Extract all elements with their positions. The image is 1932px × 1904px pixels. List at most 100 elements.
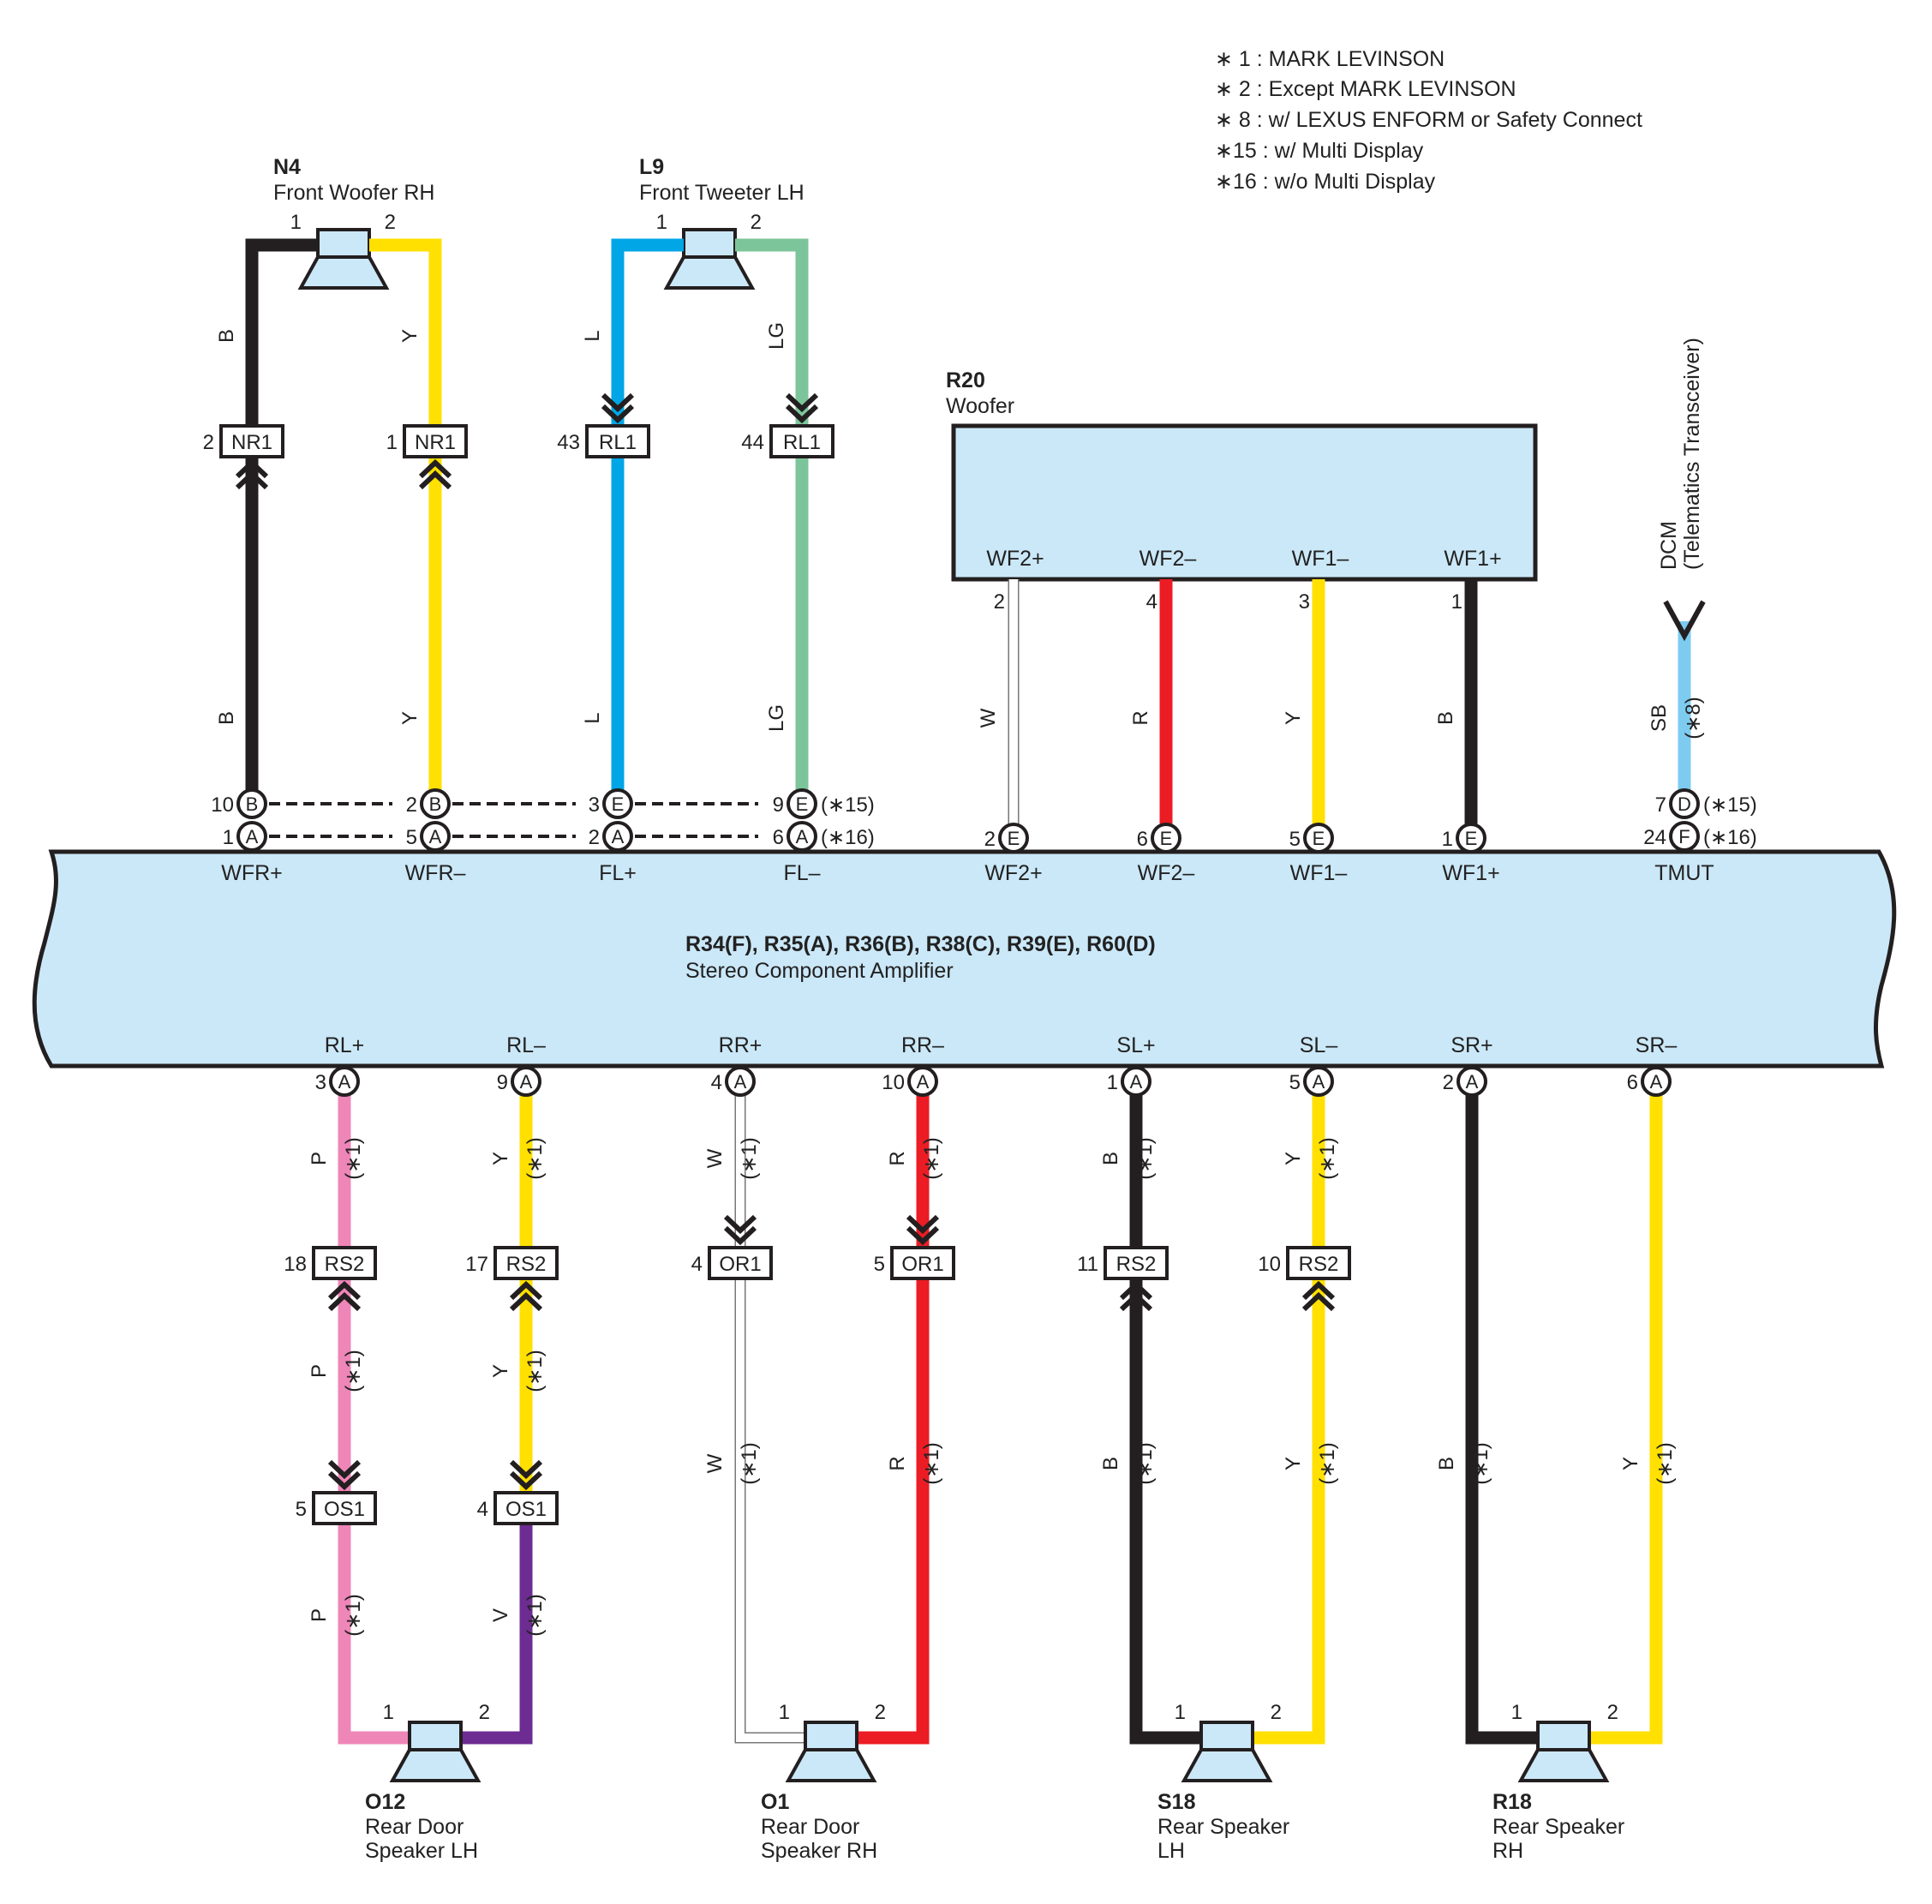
note-1: ∗ 1 : MARK LEVINSON xyxy=(1215,47,1445,71)
amp-bottom-term-1-letter: A xyxy=(520,1071,533,1093)
bottom-wire-note-b-6: (∗1) xyxy=(1469,1442,1492,1484)
amp-woofer-pin-2: 5 xyxy=(1289,828,1301,851)
top-conn-0 xyxy=(219,424,284,458)
speaker-o12-pin-1: 1 xyxy=(383,1701,394,1724)
amp-top-terminal-labels: WFR+ WFR– FL+ FL– WF2+ WF2– WF1– WF1+ TM… xyxy=(221,861,1714,885)
bottom-conn1-5-chevron-1 xyxy=(1301,1291,1336,1312)
amp-bottom-term-6 xyxy=(1456,1066,1487,1097)
bottom-conn2-pin-0: 5 xyxy=(296,1498,307,1521)
speaker-l9-pin-2: 2 xyxy=(751,211,762,234)
speaker-n4-pin-2: 2 xyxy=(385,211,396,234)
amp-bottom-term-5 xyxy=(1303,1066,1334,1097)
woofer-wire-label-3: B xyxy=(1434,711,1457,725)
bottom-conn1-1-chevron-1 xyxy=(509,1291,543,1312)
amp-bottom-term-4-letter: A xyxy=(1130,1071,1143,1093)
bottom-wire-note-b-1: (∗1) xyxy=(523,1350,547,1392)
amp-tmut-term-lower xyxy=(1669,821,1700,852)
woofer-terminal-wf2-minus: WF2– xyxy=(1139,547,1197,571)
dcm-label: DCM (Telematics Transceiver) xyxy=(1657,338,1704,570)
top-conn-pin-3: 44 xyxy=(741,431,764,454)
woofer-pin-labels: 2 4 3 1 xyxy=(994,590,1462,614)
speaker-n4-icon-magnet xyxy=(316,228,371,259)
bottom-conn1-pin-2: 4 xyxy=(691,1253,703,1276)
bottom-conn1-1-label: RS2 xyxy=(506,1253,547,1276)
amp-bottom-term-6-letter: A xyxy=(1466,1071,1479,1093)
speaker-o1-pin-1: 1 xyxy=(779,1701,790,1724)
woofer-pin-2: 2 xyxy=(994,590,1005,614)
amp-woofer-term-2 xyxy=(1303,823,1334,853)
speaker-s18-icon-cone xyxy=(1181,1748,1273,1782)
amp-top-term-lower-1-letter: A xyxy=(429,826,442,847)
bottom-wire-label-c-0: P xyxy=(308,1608,331,1622)
speaker-l9-name: Front Tweeter LH xyxy=(639,181,805,205)
amp-top-pin-lower-2: 2 xyxy=(589,826,600,849)
speaker-o1-name-2: Speaker RH xyxy=(761,1839,877,1863)
bottom-wire-note-a-2: (∗1) xyxy=(738,1137,761,1179)
bottom-wire-label-b-6: B xyxy=(1435,1457,1458,1470)
amplifier-panel xyxy=(32,849,1897,1069)
bottom-conn1-3-label: OR1 xyxy=(901,1253,943,1276)
speaker-r18-code: R18 xyxy=(1492,1790,1532,1814)
bottom-wire-note-b-4: (∗1) xyxy=(1133,1442,1157,1484)
bottom-wire-label-a-1: Y xyxy=(489,1152,512,1165)
wire-sr-plus xyxy=(1465,1093,1538,1745)
speaker-r18-pin-2: 2 xyxy=(1607,1701,1618,1724)
amp-bottom-pin-7: 6 xyxy=(1627,1071,1638,1094)
woofer-wire-label-0: W xyxy=(977,708,1000,727)
amp-bottom-term-7 xyxy=(1641,1066,1672,1097)
top-conn-3-chevron-0 xyxy=(785,404,819,424)
bottom-conn1-2-chevron-1 xyxy=(723,1214,757,1235)
amp-woofer-term-0 xyxy=(998,823,1029,853)
amp-tmut-term-lower-letter: F xyxy=(1678,826,1690,847)
bottom-conn1-3-chevron-1 xyxy=(906,1214,940,1235)
amp-woofer-pin-0: 2 xyxy=(984,828,996,851)
speaker-s18-pin-1: 1 xyxy=(1175,1701,1186,1724)
top-conn-3 xyxy=(769,424,834,458)
amp-top-term-upper-2-letter: E xyxy=(612,793,625,815)
bottom-conn1-2-chevron-0 xyxy=(723,1225,757,1246)
speaker-l9-icon-magnet xyxy=(682,228,737,259)
bottom-wire-label-c-1: V xyxy=(489,1608,512,1622)
speaker-o12-name-2: Speaker LH xyxy=(365,1839,478,1863)
speaker-r18-name-1: Rear Speaker xyxy=(1492,1815,1624,1839)
amp-terminal-wf2-minus: WF2– xyxy=(1138,861,1195,885)
speaker-o1-code: O1 xyxy=(761,1790,789,1814)
amp-woofer-term-3-letter: E xyxy=(1465,828,1478,849)
bottom-wire-note-a-0: (∗1) xyxy=(342,1137,365,1179)
amp-top-pin-upper-2: 3 xyxy=(589,793,600,817)
top-wire-label-upper-2: L xyxy=(581,330,604,341)
bottom-wire-label-b-0: P xyxy=(308,1364,331,1378)
fl-minus-note-lower: (∗16) xyxy=(821,826,875,849)
amp-bottom-pin-0: 3 xyxy=(315,1071,326,1094)
speaker-o12-code: O12 xyxy=(365,1790,405,1814)
speaker-o12-icon-magnet xyxy=(408,1721,463,1751)
wire-rr-minus xyxy=(857,1093,930,1745)
top-conn-1 xyxy=(403,424,468,458)
top-wire-label-lower-2: L xyxy=(581,712,604,723)
amp-top-pin-lower-1: 5 xyxy=(406,826,417,849)
top-wire-label-upper-3: LG xyxy=(765,322,788,350)
amp-terminal-rl-plus: RL+ xyxy=(325,1033,365,1057)
top-conn-1-chevron-0 xyxy=(418,458,452,479)
speaker-n4-name: Front Woofer RH xyxy=(273,181,434,205)
amp-terminal-sl-minus: SL– xyxy=(1300,1033,1338,1057)
wire-l9-pin2 xyxy=(735,238,809,793)
bottom-conn1-pin-0: 18 xyxy=(284,1253,307,1276)
amp-top-term-upper-1-letter: B xyxy=(429,793,442,815)
woofer-terminal-wf1-minus: WF1– xyxy=(1292,547,1349,571)
bottom-conn1-5-label: RS2 xyxy=(1299,1253,1339,1276)
bottom-wire-label-a-3: R xyxy=(886,1151,909,1165)
bottom-wire-note-b-3: (∗1) xyxy=(920,1442,943,1484)
wire-sl-minus xyxy=(1253,1093,1325,1745)
top-conn-3-chevron-1 xyxy=(785,392,819,413)
speaker-r18-pin-1: 1 xyxy=(1511,1701,1522,1724)
note-16: ∗16 : w/o Multi Display xyxy=(1215,170,1436,194)
amp-woofer-term-0-letter: E xyxy=(1008,828,1020,849)
top-conn-2-chevron-0 xyxy=(601,404,635,424)
speaker-s18-name-2: LH xyxy=(1157,1839,1185,1863)
amp-top-term-upper-1 xyxy=(420,788,451,819)
amp-terminal-rr-minus: RR– xyxy=(901,1033,944,1057)
top-wire-label-lower-0: B xyxy=(215,711,238,725)
woofer-wire-label-2: Y xyxy=(1282,711,1305,725)
amp-terminal-wfr-plus: WFR+ xyxy=(221,861,283,885)
